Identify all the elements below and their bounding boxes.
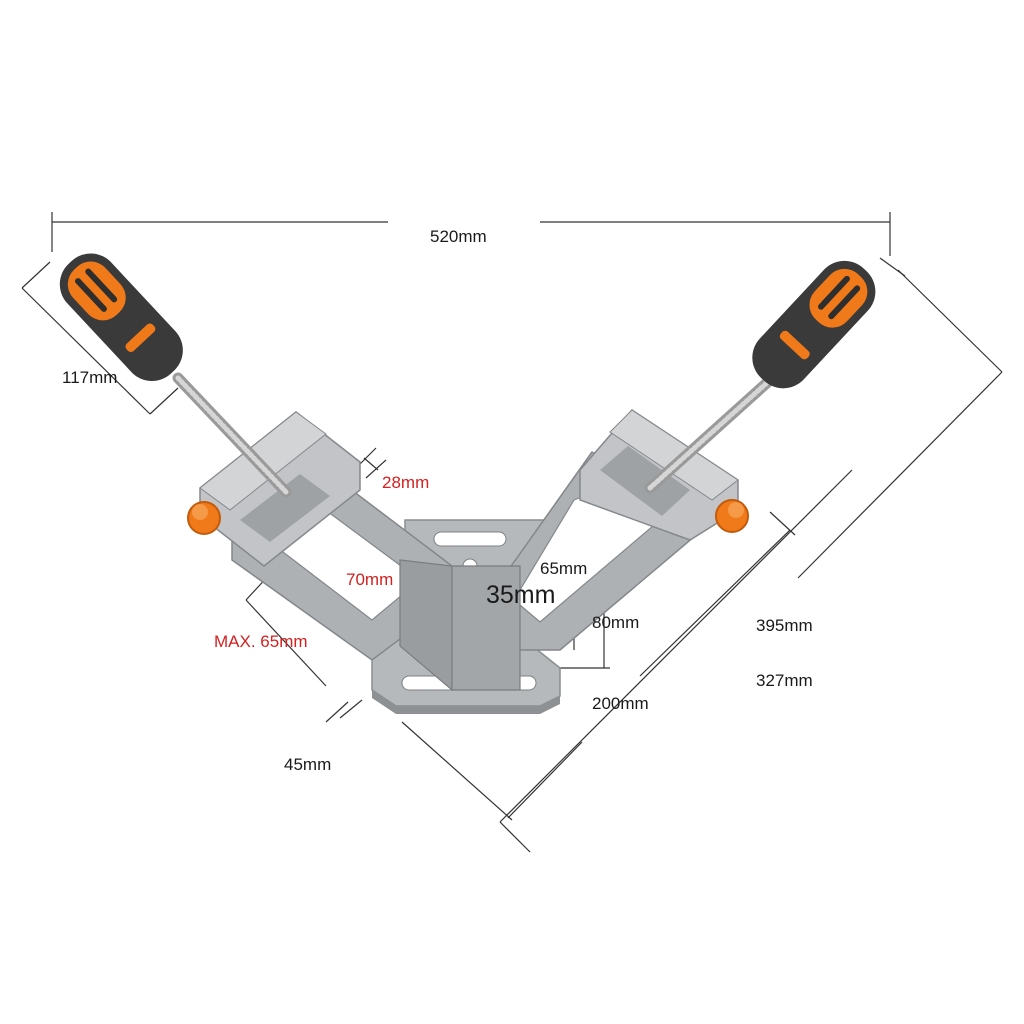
label-200: 200mm: [592, 694, 649, 713]
right-jaw-channel: [600, 446, 690, 516]
left-adjust-knob-cap: [192, 504, 208, 520]
right-screw: [644, 374, 776, 494]
left-handle: [59, 253, 183, 382]
label-65: 65mm: [540, 559, 587, 578]
dim-line-200-a: [639, 529, 791, 677]
dim-tick-117-a: [21, 261, 51, 289]
label-327: 327mm: [756, 671, 813, 690]
dim-tick-327-a: [499, 821, 531, 853]
dim-line-200-c: [507, 741, 583, 819]
dim-tick-395: [879, 257, 906, 277]
dim-line-395: [897, 269, 1003, 373]
right-movable-jaw-top: [609, 409, 739, 501]
label-max-65: MAX. 65mm: [214, 632, 308, 651]
plate-slot-top: [433, 531, 507, 547]
right-adjust-knob-cap: [728, 502, 744, 518]
label-80: 80mm: [592, 613, 639, 632]
label-45: 45mm: [284, 755, 331, 774]
dim-line-117: [21, 287, 151, 415]
dim-tick-117-b: [149, 387, 179, 415]
label-28: 28mm: [382, 473, 429, 492]
right-clamp-arm: [451, 260, 876, 691]
base-plate-front-edge: [372, 690, 560, 714]
dim-tick-200: [769, 511, 796, 536]
label-35: 35mm: [486, 581, 555, 609]
dim-line-28: [363, 457, 379, 471]
dim-line-max65: [245, 599, 327, 687]
right-fixed-jaw: [451, 565, 521, 691]
dim-tick-28-b: [365, 459, 387, 479]
dim-line-200-b: [401, 721, 513, 821]
dim-line-45: [339, 699, 363, 719]
label-117: 117mm: [62, 368, 117, 387]
label-70: 70mm: [346, 570, 393, 589]
dim-line-395-b: [797, 371, 1003, 579]
left-screw: [172, 372, 292, 498]
dim-line-327: [499, 469, 853, 823]
label-520: 520mm: [430, 227, 487, 246]
left-clamp-arm: [59, 253, 453, 692]
left-jaw-channel: [240, 474, 330, 542]
right-handle: [752, 260, 876, 389]
dim-tick-45-a: [325, 701, 349, 723]
label-395: 395mm: [756, 616, 813, 635]
